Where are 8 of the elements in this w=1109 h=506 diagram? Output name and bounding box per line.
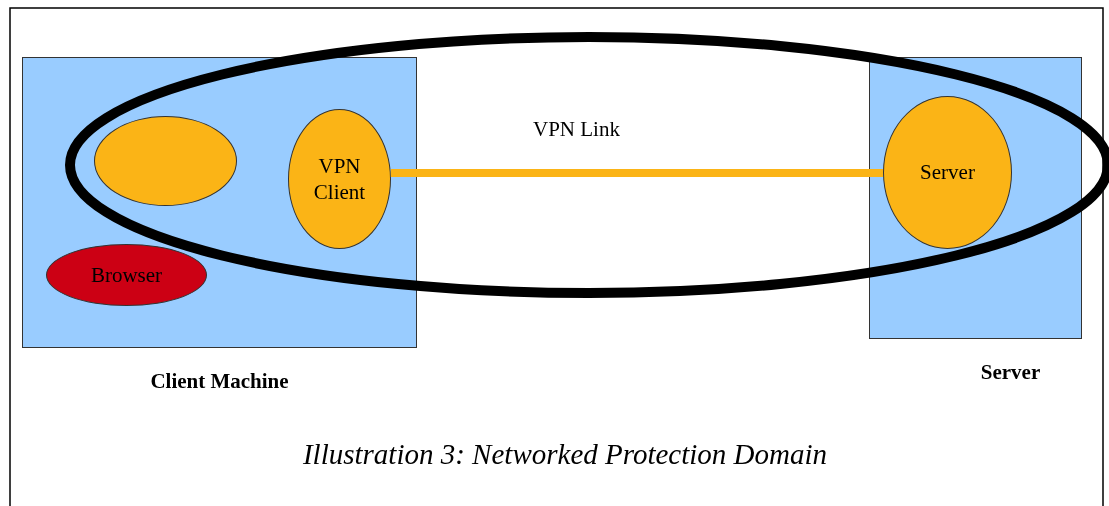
node-label: Browser: [90, 261, 163, 289]
machine-label: Client Machine: [149, 369, 290, 394]
ellipse-shape: [94, 116, 237, 206]
link-line: [390, 169, 883, 177]
machine-label: Server: [979, 360, 1042, 385]
node-label: VPN Client: [312, 152, 367, 206]
figure-caption: Illustration 3: Networked Protection Domain: [301, 438, 829, 471]
node-label: Server: [920, 159, 975, 186]
